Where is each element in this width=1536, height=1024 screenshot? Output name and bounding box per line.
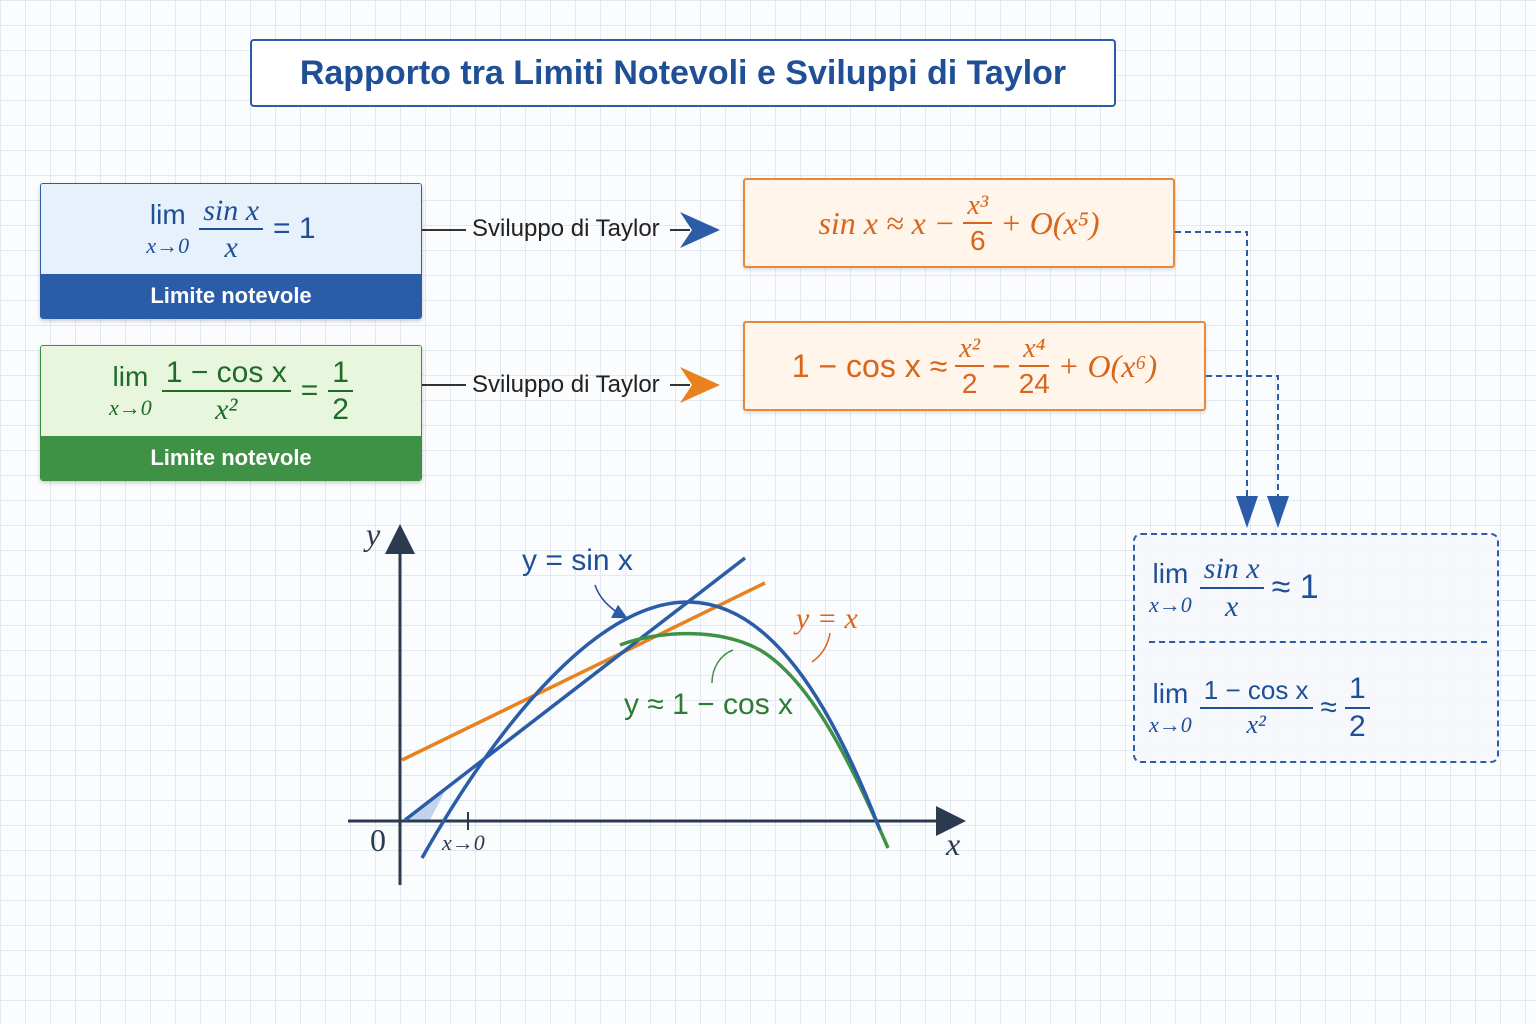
card-label: Limite notevole (41, 274, 421, 318)
pointer-arrow (594, 584, 628, 619)
curve-sin (420, 600, 882, 859)
cos-label: y ≈ 1 − cos x (624, 688, 794, 721)
rhs: = 1 (273, 212, 316, 245)
equals: = (300, 374, 319, 407)
curve-1-minus-cos (619, 631, 890, 849)
connector-label: Sviluppo di Taylor (472, 215, 660, 242)
dashed-connector (1175, 231, 1248, 498)
card-label: Limite notevole (41, 436, 421, 480)
tick-label: x→0 (442, 830, 485, 855)
page-title: Rapporto tra Limiti Notevoli e Sviluppi … (250, 39, 1116, 107)
y-axis-label: y (366, 516, 381, 552)
arrow-right-icon (680, 367, 720, 403)
line-label: y = x (796, 602, 858, 635)
line-y-equals-x (401, 581, 766, 762)
arrow-right-icon (680, 212, 720, 248)
origin-label: 0 (370, 822, 386, 858)
x-axis-label: x (946, 826, 961, 862)
divider (1149, 641, 1487, 643)
arrow-down-icon (1236, 496, 1258, 528)
sin-label: y = sin x (522, 544, 633, 577)
pointer-arrow (811, 632, 831, 663)
pointer-arrow (711, 649, 734, 684)
connector-label: Sviluppo di Taylor (472, 371, 660, 398)
arrow-down-icon (1267, 496, 1289, 528)
dashed-connector (1206, 375, 1279, 498)
